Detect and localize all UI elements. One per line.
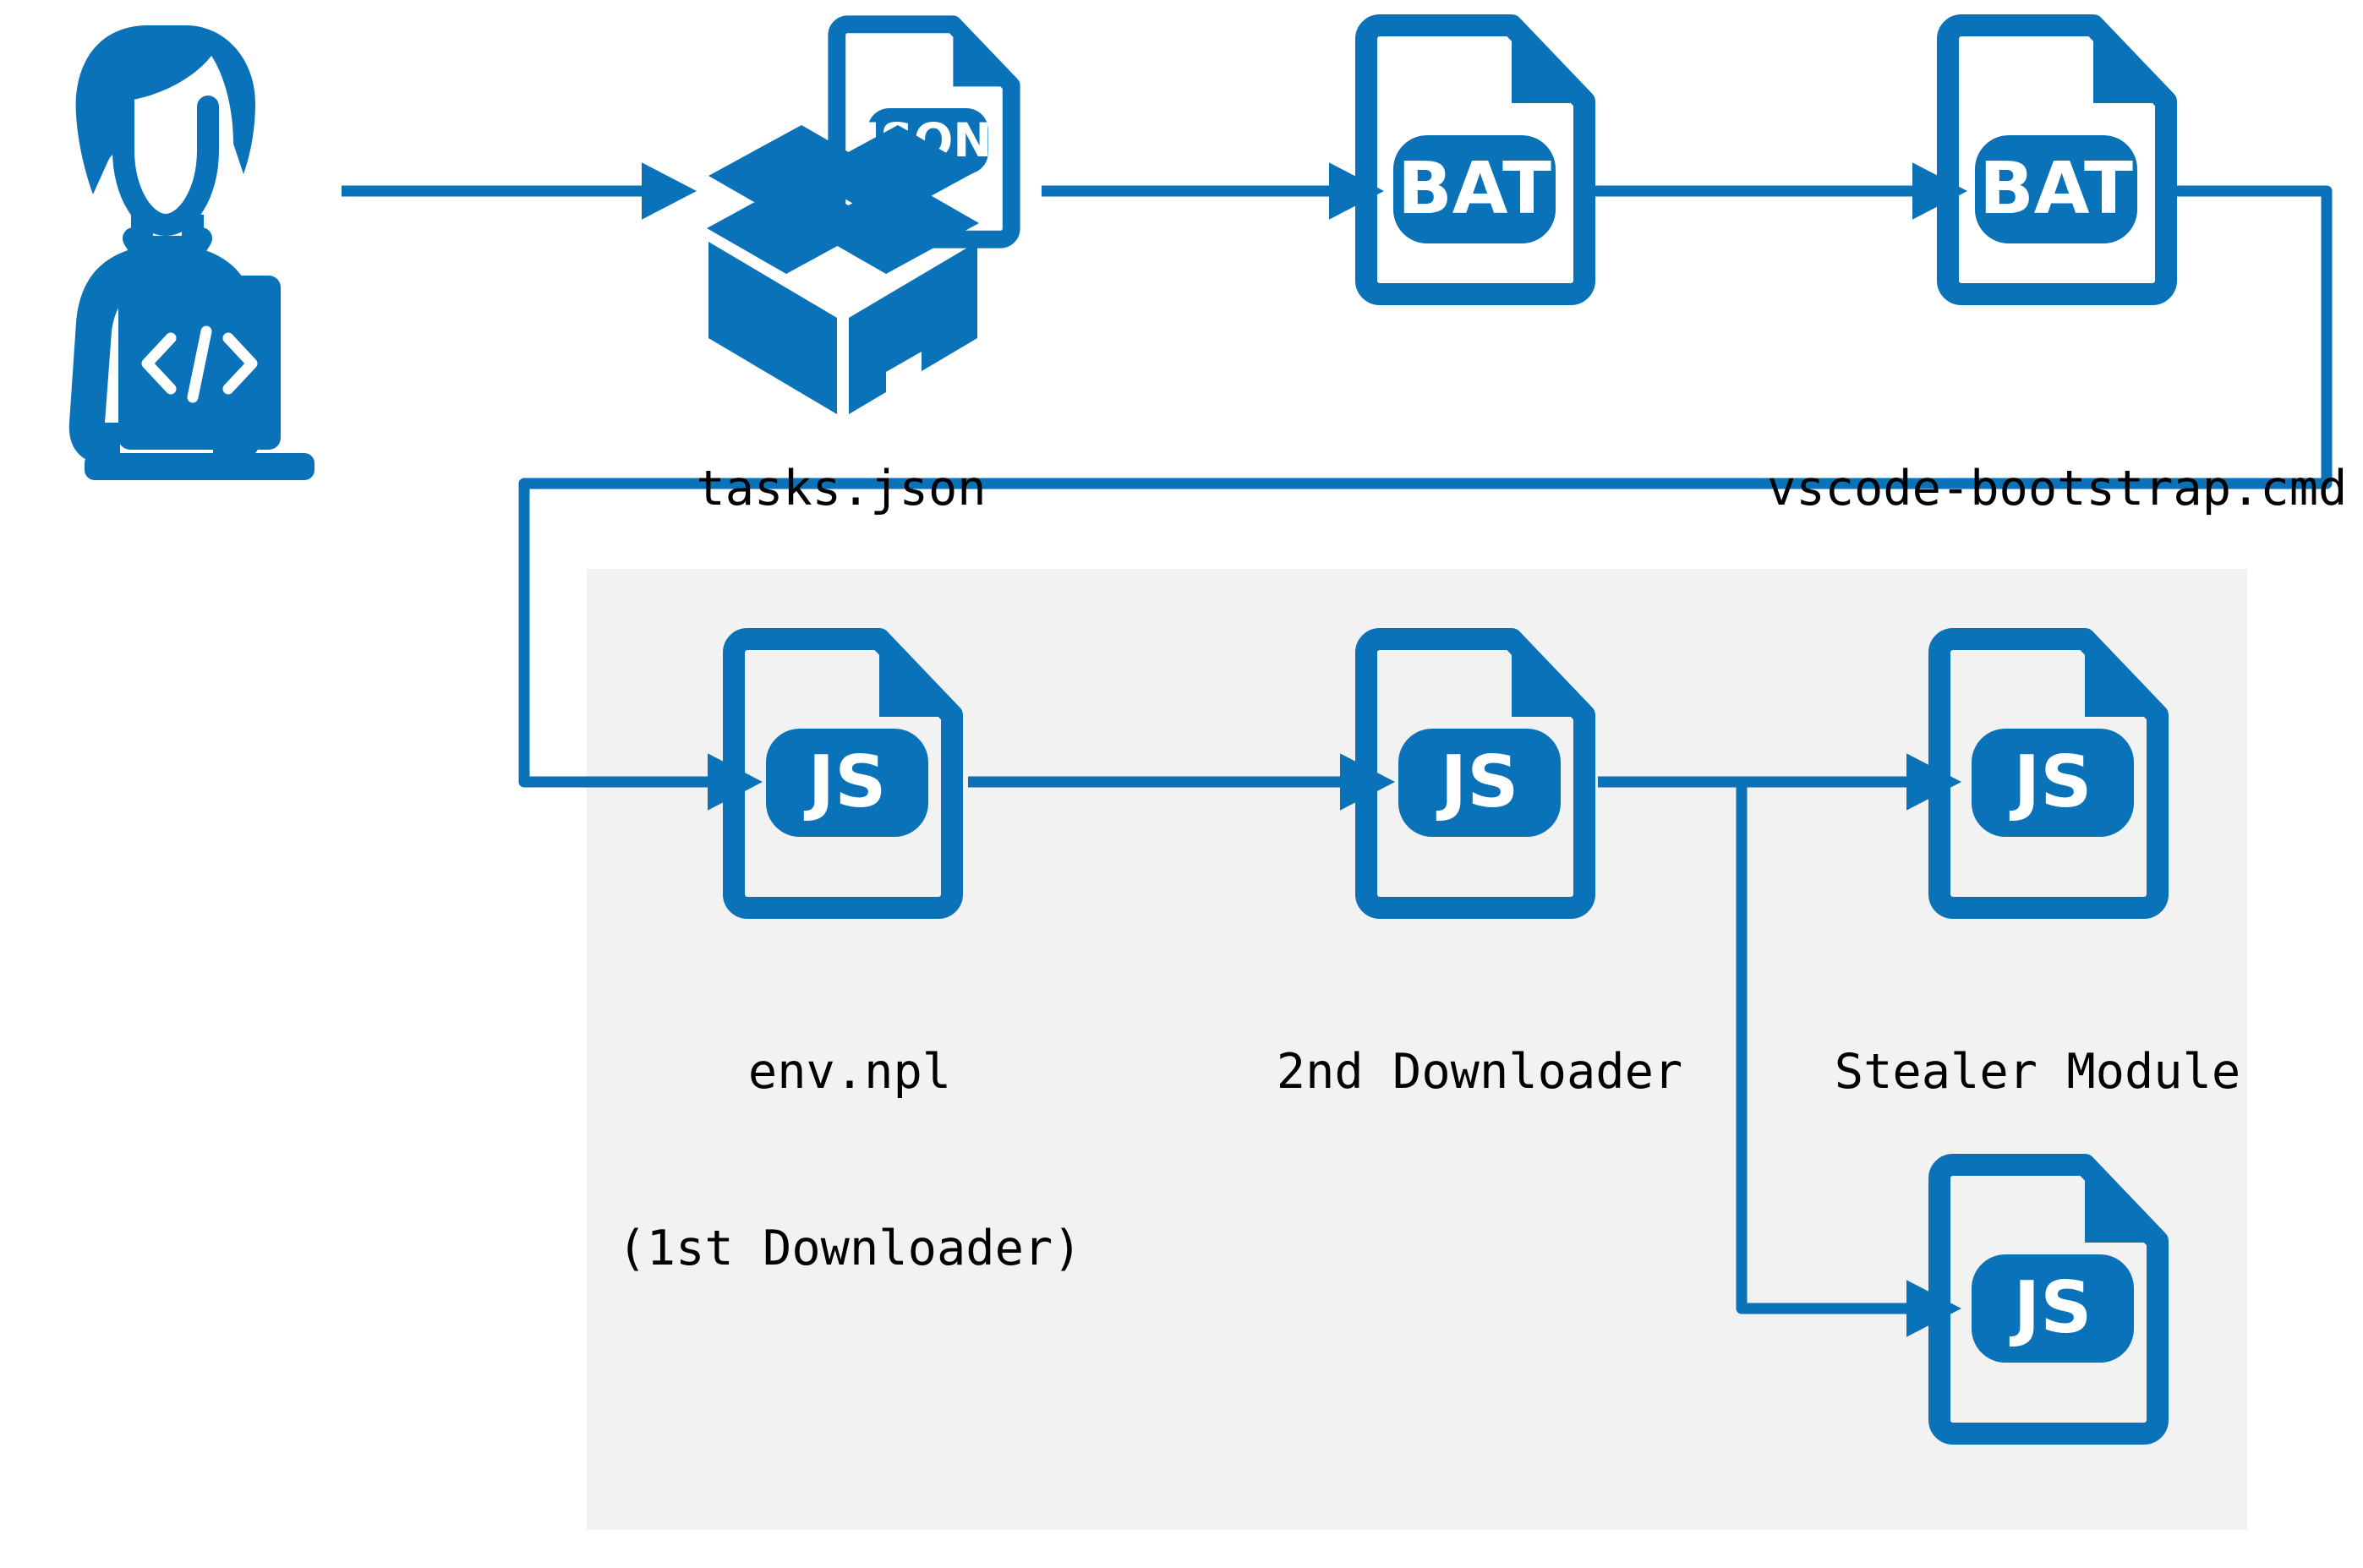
bat-badge-second: BAT: [1975, 135, 2137, 243]
js-file-icon-rat-module: JS: [1939, 1165, 2158, 1434]
label-second-downloader: 2nd Downloader: [1209, 926, 1750, 1220]
bat-badge-second-text: BAT: [1979, 147, 2133, 231]
js-badge-rat-module-text: JS: [2010, 1266, 2092, 1350]
label-second-downloader-line1: 2nd Downloader: [1276, 1044, 1683, 1101]
label-env-npl-line1: env.npl: [747, 1044, 952, 1101]
js-badge-rat-module: JS: [1972, 1254, 2134, 1363]
js-file-icon-env-npl: JS: [734, 639, 952, 908]
package-box-icon: [707, 125, 979, 414]
label-env-npl-line2: (1st Downloader): [617, 1220, 1082, 1276]
label-stealer-module-line1: Stealer Module: [1834, 1044, 2241, 1101]
js-file-icon-second-downloader: JS: [1366, 639, 1584, 908]
edge-second-downloader-to-rat-module: [1736, 787, 1961, 1337]
bat-badge-first: BAT: [1393, 135, 1556, 243]
label-tasks-json: tasks.json: [562, 342, 1120, 636]
js-badge-second-downloader: JS: [1398, 729, 1561, 837]
js-badge-second-downloader-text: JS: [1436, 740, 1519, 824]
bat-file-icon-second: BAT: [1948, 25, 2166, 294]
npm-package-box-with-json-file-icon: JSON: [707, 25, 1011, 414]
bat-file-icon-first: BAT: [1366, 25, 1584, 294]
label-vscode-bootstrap-cmd: vscode-bootstrap.cmd: [1767, 342, 2348, 636]
js-badge-env-npl: JS: [766, 729, 928, 837]
js-file-icon-stealer-module: JS: [1939, 639, 2158, 908]
label-tasks-json-line1: tasks.json: [696, 461, 987, 517]
js-badge-env-npl-text: JS: [804, 740, 887, 824]
label-vscode-bootstrap-cmd-line1: vscode-bootstrap.cmd: [1767, 461, 2348, 517]
js-badge-stealer-module: JS: [1972, 729, 2134, 837]
label-env-npl: env.npl (1st Downloader): [575, 926, 1124, 1396]
label-stealer-module: Stealer Module: [1767, 926, 2308, 1220]
label-rat-module: RAT Module: [1767, 1452, 2308, 1568]
developer-with-laptop-icon: [68, 25, 315, 480]
edge-bat-second-to-env-npl: [518, 185, 2333, 811]
js-badge-stealer-module-text: JS: [2010, 740, 2092, 824]
bat-badge-first-text: BAT: [1398, 147, 1551, 231]
